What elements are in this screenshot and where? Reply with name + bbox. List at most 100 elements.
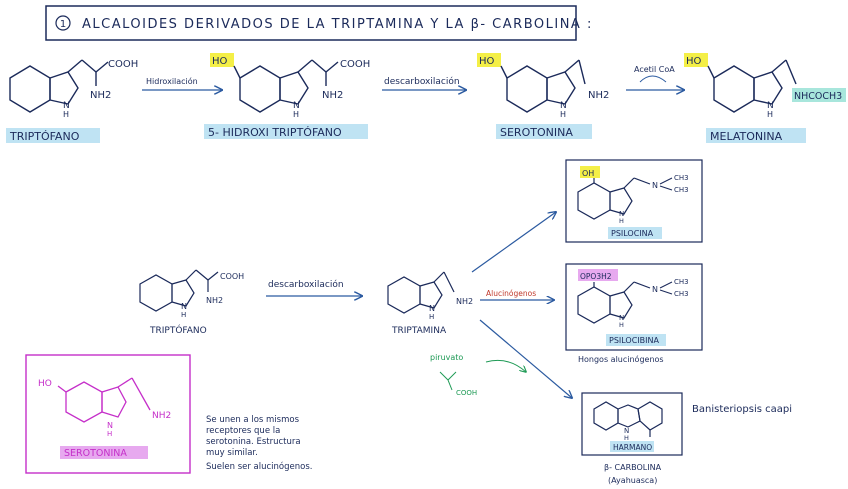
- harmano-caption1: β- CARBOLINA: [604, 463, 662, 472]
- title-number-circle: [55, 15, 71, 31]
- melatonin-label-highlight: [706, 128, 806, 143]
- tryptamine-n: N: [429, 304, 435, 313]
- trp-mid-h: H: [181, 311, 186, 319]
- tryptamine-nh2: NH2: [456, 297, 473, 306]
- serotonin-box-n: N: [107, 421, 113, 430]
- note-line-1: Se unen a los mismos: [206, 415, 300, 425]
- pyruvate-arrow: [485, 359, 526, 372]
- pyruvate-structure: [439, 371, 457, 391]
- note-block: Se unen a los mismos receptores que la s…: [206, 415, 312, 472]
- harmano-structure: [593, 401, 663, 437]
- psilocibina-opo3h2: OPO3H2: [580, 272, 612, 281]
- arrow-to-psilocina: [471, 212, 556, 273]
- serotonin-top-h: H: [560, 110, 566, 119]
- tryptamine-structure: [387, 271, 455, 314]
- psilocibina-n: N: [652, 285, 658, 294]
- psilocibina-structure: [577, 281, 651, 324]
- hydroxy-h: H: [293, 110, 299, 119]
- harmano-box: [581, 392, 683, 456]
- trp-mid-cooh: COOH: [220, 272, 244, 281]
- step-decarboxylation-middle: descarboxilación: [268, 279, 344, 290]
- melatonin-nhcoch3-highlight: [792, 88, 846, 102]
- trp-top-n: N: [63, 101, 70, 111]
- melatonin-structure: [707, 59, 797, 113]
- psilocina-n: N: [652, 181, 658, 190]
- serotonin-box-label-highlight: [60, 446, 148, 459]
- hydroxy-nh2: NH2: [322, 90, 343, 101]
- serotonin-top-ho: HO: [479, 56, 495, 67]
- serotonin-box-ho: HO: [38, 379, 52, 389]
- psilocibina-bond-a: [659, 281, 673, 289]
- step-acetyl-coa: Acetil CoA: [634, 65, 675, 74]
- note-line-3: serotonina. Estructura: [206, 437, 301, 447]
- trp-mid-n: N: [181, 302, 187, 311]
- hydroxy-ho-highlight: [210, 53, 234, 67]
- serotonin-magenta-box: [25, 354, 191, 474]
- serotonin-box-structure: [57, 377, 151, 423]
- trp-mid-label: TRIPTÓFANO: [149, 324, 207, 336]
- psilocina-oh: OH: [582, 169, 594, 178]
- trp-top-h: H: [63, 110, 69, 119]
- tryptophan-structure-middle: [139, 269, 219, 312]
- note-line-4: muy similar.: [206, 448, 258, 458]
- serotonin-box-nh2: NH2: [152, 411, 171, 421]
- hydroxy-label-highlight: [204, 124, 368, 139]
- tryptamine-h: H: [429, 313, 434, 321]
- trp-top-label: TRIPTÓFANO: [9, 130, 80, 143]
- psilocibina-ch3a: CH3: [674, 278, 689, 286]
- psilocibina-nh-n: N: [619, 314, 624, 322]
- trp-top-cooh: COOH: [108, 59, 138, 70]
- psilocibina-caption: Hongos alucinógenos: [578, 354, 664, 364]
- tryptamine-label: TRIPTAMINA: [391, 326, 447, 336]
- harmano-h: H: [624, 434, 629, 442]
- psilocibina-box: [565, 263, 703, 351]
- hydroxy-label: 5- HIDROXI TRIPTÓFANO: [208, 126, 342, 139]
- psilocina-ch3b: CH3: [674, 186, 689, 194]
- note-line-2: receptores que la: [206, 426, 280, 436]
- melatonin-ho-highlight: [684, 53, 708, 67]
- psilocina-structure: [577, 177, 651, 220]
- psilocina-bond-b: [659, 185, 673, 191]
- hydroxy-tryptophan-structure: [233, 59, 339, 113]
- harmano-caption2: (Ayahuasca): [608, 476, 657, 485]
- psilocibina-bond-b: [659, 289, 673, 295]
- melatonin-ho: HO: [686, 56, 702, 67]
- hydroxy-ho: HO: [212, 56, 228, 67]
- pyruvate-label: piruvato: [430, 353, 463, 362]
- psilocibina-opo3h2-highlight: [578, 269, 618, 281]
- page-title: ALCALOIDES DERIVADOS DE LA TRIPTAMINA Y …: [82, 17, 593, 32]
- serotonin-top-label: SEROTONINA: [500, 126, 573, 139]
- harmano-label: HARMANO: [613, 443, 652, 452]
- psilocina-ch3a: CH3: [674, 174, 689, 182]
- melatonin-label: MELATONINA: [710, 130, 783, 143]
- trp-top-label-highlight: [6, 128, 100, 143]
- serotonin-top-n: N: [560, 101, 567, 111]
- psilocina-nh-h: H: [619, 217, 624, 225]
- serotonin-ho-highlight: [477, 53, 501, 67]
- step-decarboxylation-top: descarboxilación: [384, 76, 460, 87]
- note-line-5: Suelen ser alucinógenos.: [206, 461, 312, 472]
- plant-name: Banisteriopsis caapi: [692, 404, 792, 415]
- hydroxy-n: N: [293, 101, 300, 111]
- harmano-n: N: [624, 427, 629, 435]
- melatonin-n: N: [767, 101, 774, 111]
- psilocibina-label-highlight: [606, 334, 666, 346]
- serotonin-top-label-highlight: [496, 124, 592, 139]
- serotonin-box-label: SEROTONINA: [64, 448, 127, 459]
- alucinogenos-label: Alucinógenos: [486, 289, 536, 298]
- serotonin-box-h: H: [107, 430, 112, 438]
- psilocina-oh-highlight: [580, 166, 600, 178]
- hydroxy-cooh: COOH: [340, 59, 370, 70]
- psilocina-bond-a: [659, 177, 673, 185]
- pyruvate-cooh: COOH: [456, 389, 477, 397]
- psilocina-box: [565, 159, 703, 243]
- serotonin-top-nh2: NH2: [588, 90, 609, 101]
- psilocina-nh-n: N: [619, 210, 624, 218]
- psilocibina-label: PSILOCIBINA: [609, 336, 660, 345]
- tryptophan-structure-top: [9, 59, 109, 113]
- psilocibina-ch3b: CH3: [674, 290, 689, 298]
- psilocibina-nh-h: H: [619, 321, 624, 329]
- title-box: 1 ALCALOIDES DERIVADOS DE LA TRIPTAMINA …: [45, 5, 593, 41]
- melatonin-h: H: [767, 110, 773, 119]
